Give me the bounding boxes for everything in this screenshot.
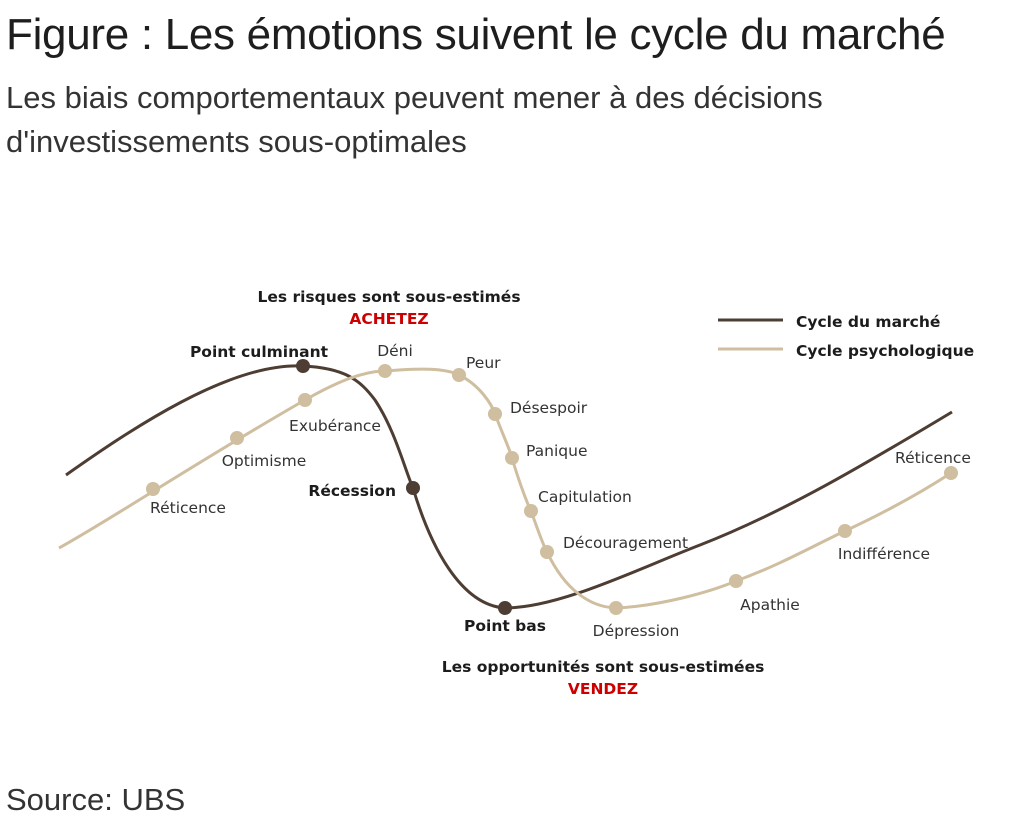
psych-label-desespoir: Désespoir bbox=[510, 399, 588, 417]
psych-cycle-line bbox=[58, 367, 952, 610]
psych-label-indifference: Indifférence bbox=[838, 545, 930, 563]
psych-point-optimisme bbox=[230, 431, 244, 445]
psych-label-peur: Peur bbox=[466, 354, 501, 372]
psych-point-capitulation bbox=[524, 504, 538, 518]
psych-point-panique bbox=[505, 451, 519, 465]
psych-point-apathie bbox=[729, 574, 743, 588]
psych-point-exuberance bbox=[298, 393, 312, 407]
psych-point-depression bbox=[609, 601, 623, 615]
psych-label-apathie: Apathie bbox=[740, 596, 800, 614]
psych-point-indifference bbox=[838, 524, 852, 538]
legend-psych-label: Cycle psychologique bbox=[796, 342, 974, 360]
psych-point-reticence-1 bbox=[146, 482, 160, 496]
psych-point-deni bbox=[378, 364, 392, 378]
source-note: Source: UBS bbox=[6, 782, 186, 817]
bottom-action: VENDEZ bbox=[568, 680, 638, 698]
psych-label-deni: Déni bbox=[377, 342, 413, 360]
psych-point-reticence-2 bbox=[944, 466, 958, 480]
psych-label-exuberance: Exubérance bbox=[289, 417, 381, 435]
psych-point-decouragement bbox=[540, 545, 554, 559]
legend: Cycle du marché Cycle psychologique bbox=[718, 313, 974, 360]
market-label-bottom: Point bas bbox=[464, 617, 546, 635]
psych-label-reticence-2: Réticence bbox=[895, 449, 971, 467]
psych-label-depression: Dépression bbox=[593, 622, 680, 640]
market-point-bottom bbox=[498, 601, 512, 615]
legend-market-label: Cycle du marché bbox=[796, 313, 940, 331]
market-label-recession: Récession bbox=[308, 482, 396, 500]
market-cycle-line bbox=[65, 364, 953, 610]
top-note: Les risques sont sous-estimés bbox=[257, 288, 520, 306]
psych-label-panique: Panique bbox=[526, 442, 587, 460]
psych-point-desespoir bbox=[488, 407, 502, 421]
top-action: ACHETEZ bbox=[349, 310, 428, 328]
psych-label-reticence-1: Réticence bbox=[150, 499, 226, 517]
market-point-recession bbox=[406, 481, 420, 495]
psych-point-peur bbox=[452, 368, 466, 382]
psych-label-decouragement: Découragement bbox=[563, 534, 688, 552]
bottom-note: Les opportunités sont sous-estimées bbox=[442, 658, 765, 676]
psych-label-capitulation: Capitulation bbox=[538, 488, 632, 506]
page-title: Figure : Les émotions suivent le cycle d… bbox=[6, 10, 946, 59]
market-label-peak: Point culminant bbox=[190, 343, 329, 361]
psych-label-optimisme: Optimisme bbox=[222, 452, 307, 470]
market-point-peak bbox=[296, 359, 310, 373]
page-subtitle: Les biais comportementaux peuvent mener … bbox=[6, 80, 823, 159]
